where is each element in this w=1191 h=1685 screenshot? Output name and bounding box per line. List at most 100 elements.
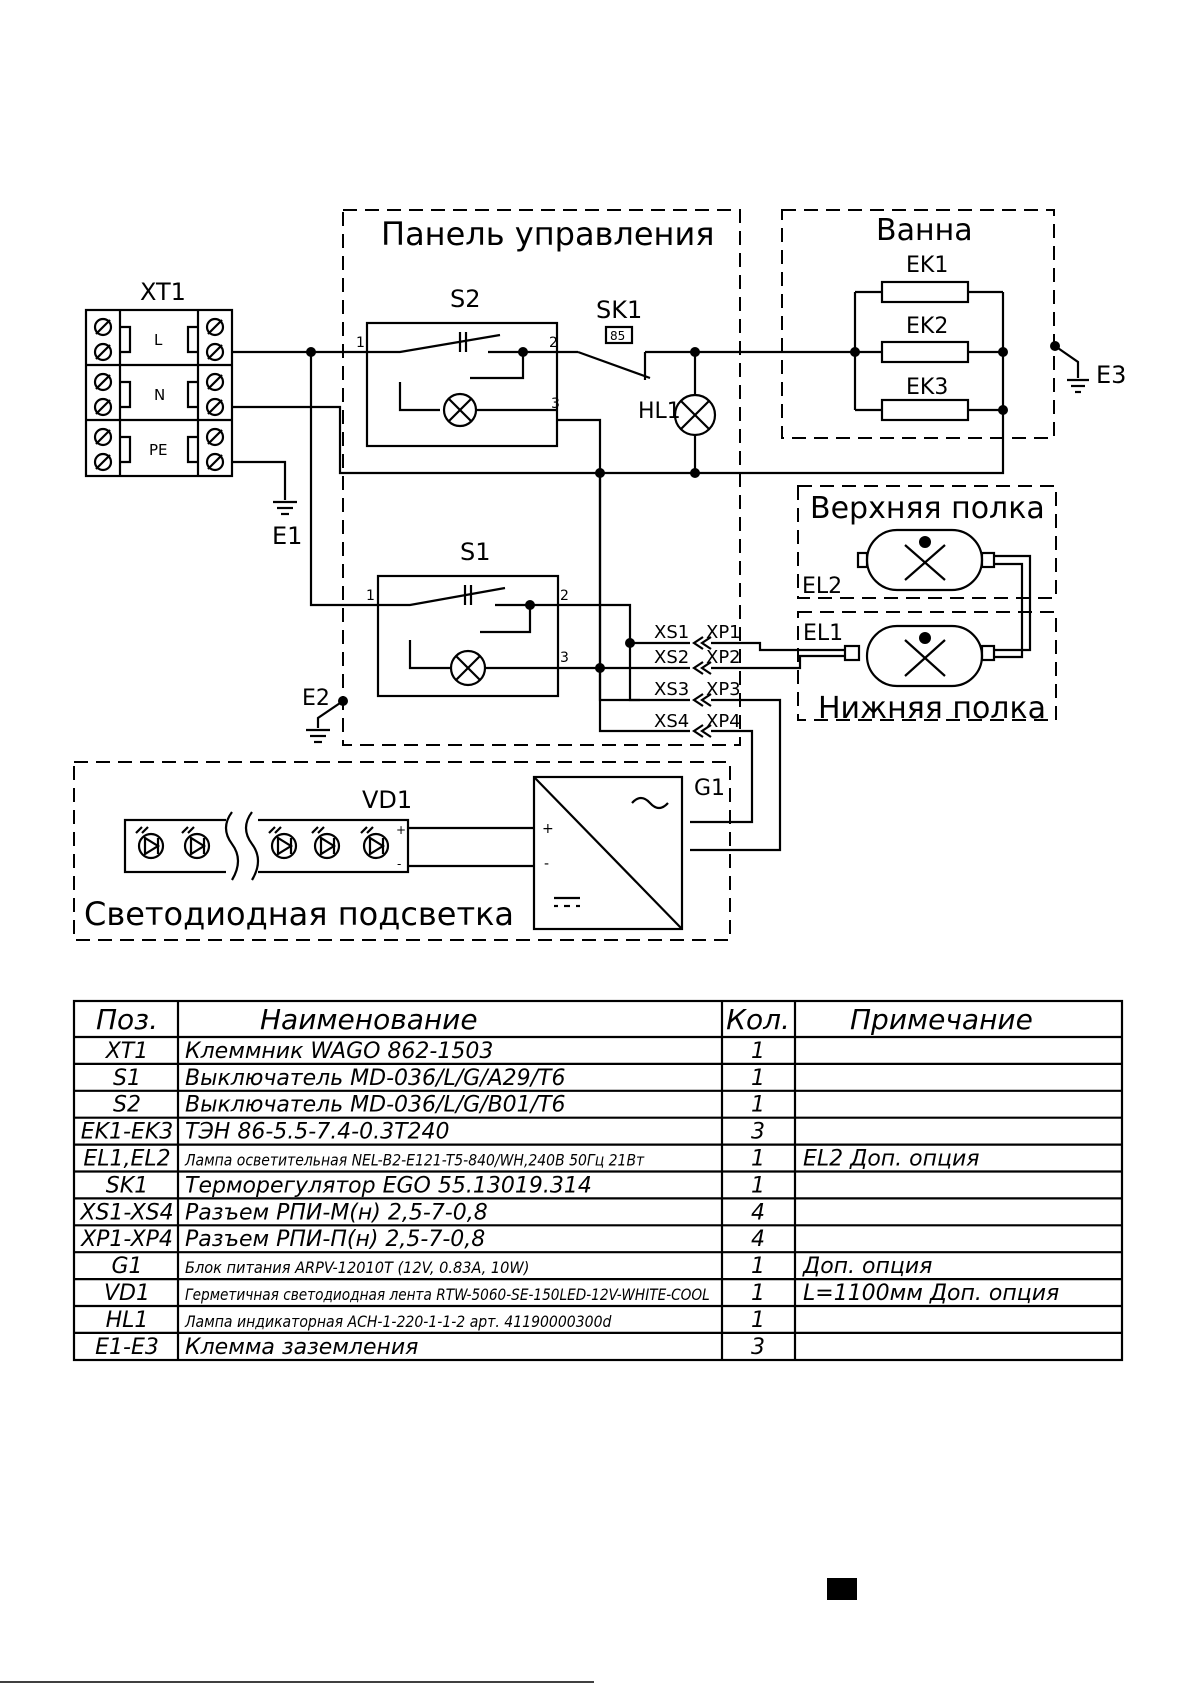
- xs4-label: XS4: [654, 711, 689, 732]
- table-cell-r5-c2: 1: [751, 1173, 765, 1198]
- table-cell-r11-c1: Клемма заземления: [185, 1335, 418, 1360]
- sk1-value: 85: [610, 329, 625, 343]
- g1-minus: -: [544, 856, 549, 872]
- el1-label: EL1: [803, 621, 843, 646]
- table-cell-r10-c0: HL1: [106, 1308, 149, 1333]
- tub-box: [781, 209, 1055, 439]
- table-cell-r5-c1: Терморегулятор EGO 55.13019.314: [185, 1173, 592, 1198]
- vd1-plus: +: [396, 823, 406, 837]
- table-cell-r11-c0: E1-E3: [95, 1335, 159, 1360]
- wire-xs4: [598, 473, 690, 733]
- s1-pin1: 1: [366, 588, 375, 604]
- led-diode-icons: [135, 826, 390, 860]
- table-cell-r3-c2: 3: [751, 1120, 765, 1145]
- upper-shelf-box: [797, 485, 1057, 599]
- ground-e1-icon: [273, 500, 297, 516]
- table-cell-r3-c0: EK1-EK3: [81, 1120, 174, 1145]
- s2-pin2: 2: [549, 335, 558, 351]
- heaters-ek: [853, 280, 1005, 422]
- xt1-label: XT1: [140, 278, 186, 306]
- thermostat-sk1: [557, 350, 695, 380]
- control-panel-box: [342, 209, 741, 746]
- control-panel-title: Панель управления: [381, 215, 715, 253]
- wire-s2-pin3: [557, 418, 640, 702]
- table-cell-r7-c2: 4: [751, 1227, 765, 1252]
- ek1-label: EK1: [906, 253, 948, 278]
- switch-s2: 1 2 3: [356, 321, 560, 448]
- xt1-row-pe: PE: [149, 441, 168, 459]
- table-cell-r6-c1: Разъем РПИ-М(н) 2,5-7-0,8: [185, 1200, 488, 1225]
- s1-pin3: 3: [560, 650, 569, 666]
- shelf-lamp-el1: [843, 604, 1032, 688]
- wire-xs3: [628, 643, 690, 702]
- s1-label: S1: [460, 538, 491, 566]
- wire-xp3: [690, 698, 782, 852]
- table-cell-r8-c3: Доп. опция: [802, 1254, 932, 1279]
- table-cell-r2-c1: Выключатель MD-036/L/G/B01/T6: [185, 1093, 566, 1118]
- sk1-setpoint-box: [604, 325, 634, 345]
- power-supply-g1: + -: [532, 775, 684, 931]
- table-cell-r4-c3: EL2 Доп. опция: [803, 1147, 980, 1172]
- table-cell-r0-c1: Клеммник WAGO 862-1503: [185, 1039, 493, 1064]
- table-cell-r10-c2: 1: [751, 1308, 765, 1333]
- ek2-label: EK2: [906, 314, 948, 339]
- page-marker: [827, 1578, 857, 1600]
- upper-shelf-title: Верхняя полка: [810, 491, 1045, 526]
- g1-plus: +: [542, 821, 554, 837]
- table-cell-r7-c0: XP1-XP4: [80, 1227, 173, 1252]
- table-cell-r8-c2: 1: [751, 1254, 765, 1279]
- table-header-1: Наименование: [260, 1003, 478, 1036]
- lower-shelf-title: Нижняя полка: [818, 691, 1046, 726]
- table-header-3: Примечание: [850, 1003, 1033, 1036]
- ground-e2-icon: [306, 700, 344, 744]
- wire-xp4: [690, 729, 754, 824]
- xp3-label: XP3: [706, 679, 741, 700]
- table-header-2: Кол.: [726, 1003, 790, 1036]
- s1-pin2: 2: [560, 588, 569, 604]
- table-header-0: Поз.: [96, 1003, 158, 1036]
- wire-pe: [232, 460, 287, 500]
- e2-label: E2: [302, 686, 330, 711]
- s2-label: S2: [450, 285, 481, 313]
- s2-pin1: 1: [356, 335, 365, 351]
- wire-l-to-s1: [309, 352, 378, 607]
- xt1-row-l: L: [154, 331, 163, 349]
- hl1-label: HL1: [638, 399, 681, 424]
- table-cell-r1-c0: S1: [113, 1066, 141, 1091]
- table-cell-r8-c0: G1: [111, 1254, 142, 1279]
- vd1-minus: -: [397, 857, 401, 871]
- table-cell-r2-c0: S2: [113, 1093, 141, 1118]
- table-cell-r9-c0: VD1: [104, 1281, 150, 1306]
- table-cell-r3-c1: ТЭН 86-5.5-7.4-0.3Т240: [185, 1120, 450, 1145]
- table-cell-r5-c0: SK1: [106, 1173, 148, 1198]
- wire-xp2: [711, 654, 845, 670]
- table-cell-r0-c2: 1: [751, 1039, 765, 1064]
- xs3-label: XS3: [654, 679, 689, 700]
- e1-label: E1: [272, 522, 302, 550]
- indicator-lamp-hl1: [673, 352, 717, 473]
- xt1-row-n: N: [154, 386, 165, 404]
- table-cell-r11-c2: 3: [751, 1335, 765, 1360]
- xp4-label: XP4: [706, 711, 741, 732]
- led-strip-vd1: + -: [123, 811, 410, 881]
- wire-n: [232, 405, 1005, 475]
- xp2-label: XP2: [706, 647, 741, 668]
- connectors: XS1 XP1 XS2 XP2 XS3 XP3 XS4 XP4: [654, 622, 741, 738]
- xs1-label: XS1: [654, 622, 689, 643]
- table-cell-r6-c0: XS1-XS4: [79, 1200, 173, 1225]
- ek3-label: EK3: [906, 375, 948, 400]
- g1-label: G1: [694, 776, 725, 801]
- wire-s1-pin2: [558, 603, 690, 645]
- table-cell-r10-c1: Лампа индикаторная АСН-1-220-1-1-2 арт. …: [184, 1312, 612, 1331]
- table-cell-r1-c1: Выключатель MD-036/L/G/A29/T6: [185, 1066, 565, 1091]
- terminal-block-xt1: L N PE: [84, 308, 234, 478]
- table-cell-r2-c2: 1: [751, 1093, 765, 1118]
- switch-s1: 1 2 3: [366, 574, 600, 698]
- tub-title: Ванна: [876, 213, 973, 248]
- wire-xp1: [711, 641, 845, 652]
- led-block-title: Светодиодная подсветка: [84, 895, 514, 933]
- e3-label: E3: [1096, 361, 1126, 389]
- el2-label: EL2: [802, 574, 842, 599]
